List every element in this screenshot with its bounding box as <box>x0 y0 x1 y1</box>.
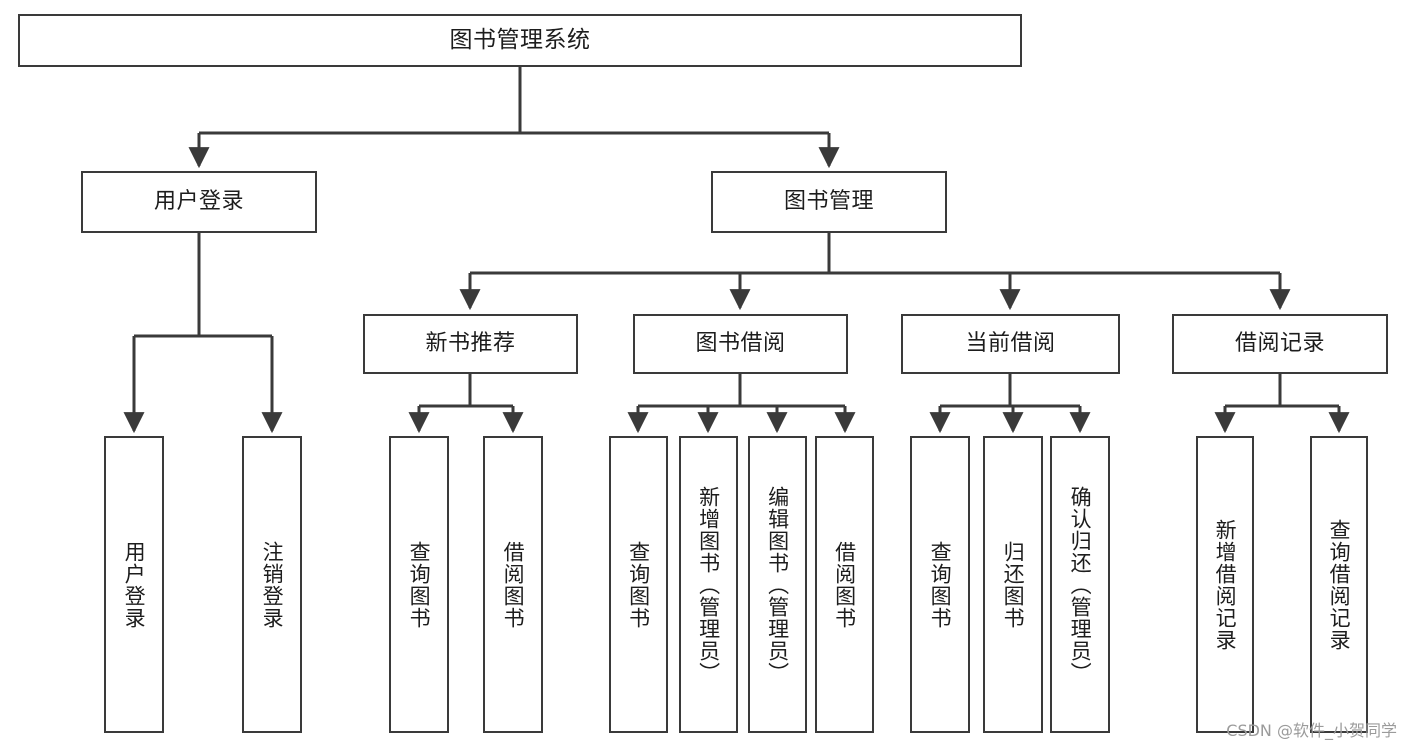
node-leaf-confirm-return-label: 确认归还（管理员） <box>1068 485 1093 684</box>
node-current-borrow[interactable]: 当前借阅 <box>901 314 1120 374</box>
node-leaf-query-record[interactable]: 查询借阅记录 <box>1310 436 1368 733</box>
node-book-borrow[interactable]: 图书借阅 <box>633 314 848 374</box>
node-root[interactable]: 图书管理系统 <box>18 14 1022 67</box>
node-leaf-user-login[interactable]: 用户登录 <box>104 436 164 733</box>
node-book-manage-label: 图书管理 <box>783 189 874 215</box>
node-book-manage[interactable]: 图书管理 <box>711 171 947 233</box>
node-book-borrow-label: 图书借阅 <box>695 331 786 357</box>
node-leaf-query-book-rec-label: 查询图书 <box>407 540 432 629</box>
node-leaf-add-record-label: 新增借阅记录 <box>1213 518 1238 651</box>
node-leaf-query-book-rec[interactable]: 查询图书 <box>389 436 449 733</box>
node-leaf-confirm-return[interactable]: 确认归还（管理员） <box>1050 436 1110 733</box>
node-leaf-add-book-label: 新增图书（管理员） <box>696 485 721 684</box>
node-borrow-record-label: 借阅记录 <box>1234 331 1325 357</box>
node-root-label: 图书管理系统 <box>449 26 591 53</box>
node-leaf-add-record[interactable]: 新增借阅记录 <box>1196 436 1254 733</box>
node-user-login-label: 用户登录 <box>153 189 244 215</box>
node-user-login[interactable]: 用户登录 <box>81 171 317 233</box>
node-current-borrow-label: 当前借阅 <box>965 331 1056 357</box>
node-leaf-borrow-book-rec-label: 借阅图书 <box>501 540 526 629</box>
node-leaf-edit-book-label: 编辑图书（管理员） <box>765 485 790 684</box>
node-new-book-recommend-label: 新书推荐 <box>425 331 516 357</box>
node-leaf-edit-book[interactable]: 编辑图书（管理员） <box>748 436 807 733</box>
node-leaf-borrow-book-bb-label: 借阅图书 <box>832 540 857 629</box>
node-new-book-recommend[interactable]: 新书推荐 <box>363 314 578 374</box>
node-leaf-query-book-cb[interactable]: 查询图书 <box>910 436 970 733</box>
node-leaf-query-book-bb-label: 查询图书 <box>626 540 651 629</box>
node-leaf-return-book[interactable]: 归还图书 <box>983 436 1043 733</box>
node-leaf-borrow-book-bb[interactable]: 借阅图书 <box>815 436 874 733</box>
node-leaf-add-book[interactable]: 新增图书（管理员） <box>679 436 738 733</box>
node-leaf-return-book-label: 归还图书 <box>1001 540 1026 629</box>
node-leaf-borrow-book-rec[interactable]: 借阅图书 <box>483 436 543 733</box>
node-leaf-query-book-cb-label: 查询图书 <box>928 540 953 629</box>
node-leaf-query-book-bb[interactable]: 查询图书 <box>609 436 668 733</box>
csdn-watermark: CSDN @软件_小贺同学 <box>1226 721 1397 740</box>
node-leaf-user-login-label: 用户登录 <box>122 540 147 629</box>
node-leaf-query-record-label: 查询借阅记录 <box>1327 518 1352 651</box>
node-leaf-logout-label: 注销登录 <box>260 540 285 629</box>
node-borrow-record[interactable]: 借阅记录 <box>1172 314 1388 374</box>
node-leaf-logout[interactable]: 注销登录 <box>242 436 302 733</box>
